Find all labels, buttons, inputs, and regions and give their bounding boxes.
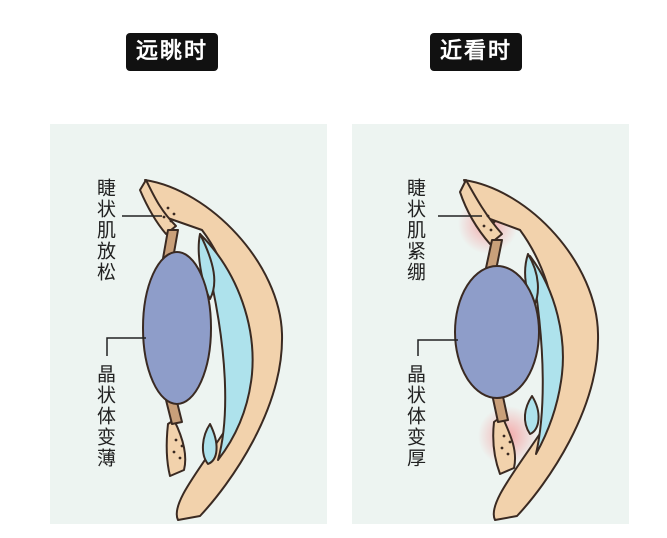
near-view-title: 近看时 <box>430 33 523 71</box>
ciliary-dots-bottom <box>172 438 184 460</box>
anterior-chamber <box>529 255 564 455</box>
lens-leader-line <box>106 337 146 356</box>
lens-leader-line <box>417 339 458 356</box>
anterior-chamber <box>199 233 254 461</box>
near-eye-illustration <box>417 179 600 521</box>
ciliary-dots-top <box>482 214 496 232</box>
lens-thin <box>142 251 212 405</box>
ciliary-body-top <box>139 179 177 235</box>
iris-bottom <box>202 423 218 465</box>
ciliary-dots-top <box>162 206 176 223</box>
ciliary-tense-label: 睫状肌紧绷 <box>404 178 426 283</box>
lens-thick-label: 晶状体变厚 <box>404 364 426 469</box>
ciliary-dots-bottom <box>500 434 512 456</box>
iris-bottom <box>524 395 540 435</box>
lens-thick <box>454 265 540 399</box>
far-view-title: 远眺时 <box>126 33 219 71</box>
far-eye-illustration <box>106 179 284 521</box>
ciliary-body-bottom <box>492 415 516 475</box>
far-view-panel: 睫状肌放松 晶状体变薄 <box>50 124 327 524</box>
iris-top <box>197 233 216 300</box>
near-view-panel: 睫状肌紧绷 晶状体变厚 <box>352 124 629 524</box>
ciliary-body-bottom <box>165 419 187 477</box>
lens-thin-label: 晶状体变薄 <box>94 364 116 469</box>
ciliary-relaxed-label: 睫状肌放松 <box>94 178 116 283</box>
